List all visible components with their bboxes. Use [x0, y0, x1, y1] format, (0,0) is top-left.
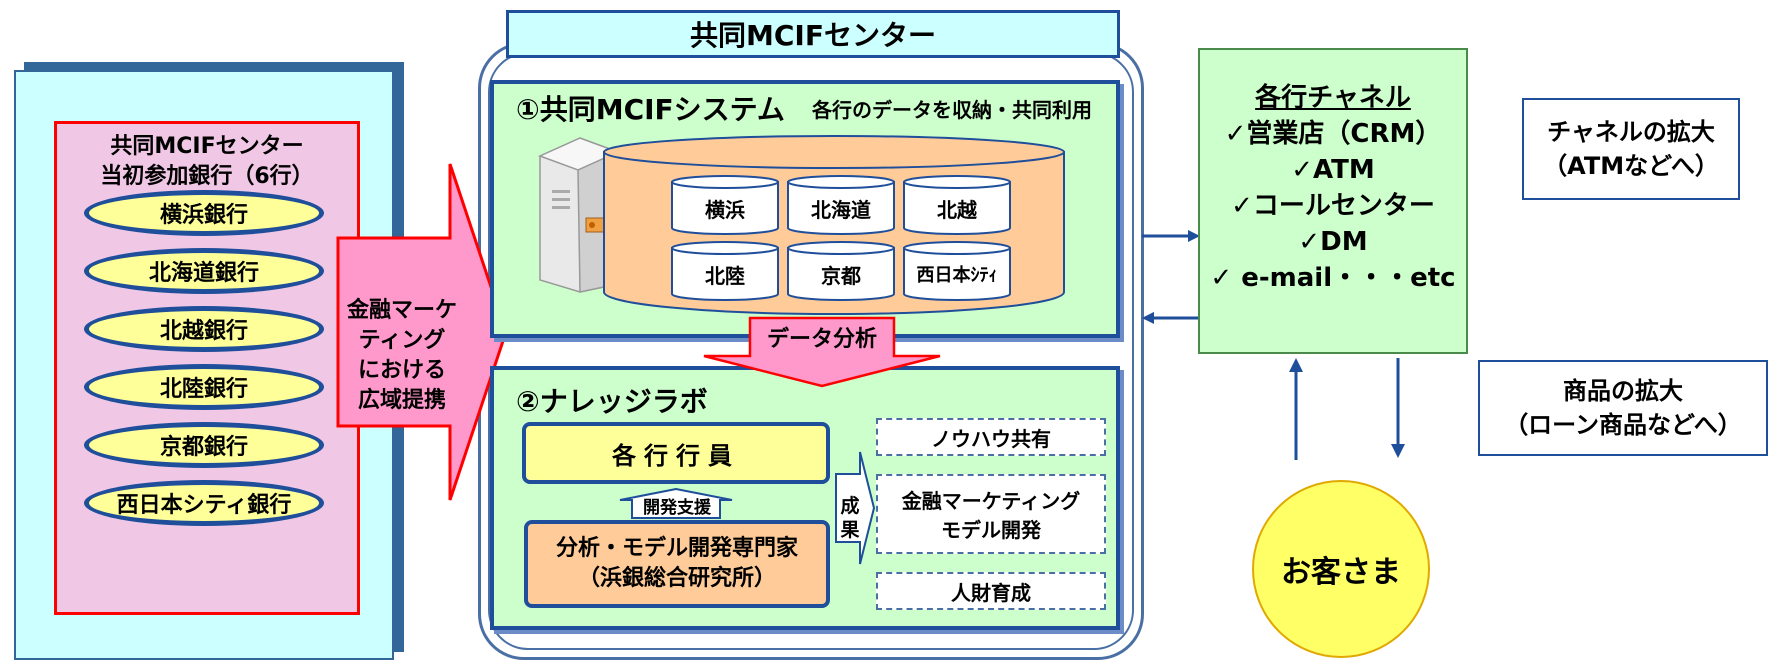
bank-channels-text: 各行チャネル ✓営業店（CRM） ✓ATM ✓コールセンター ✓DM ✓ e-m…	[1198, 80, 1468, 296]
result-marketing-model: 金融マーケティング モデル開発	[876, 474, 1106, 554]
db-cylinder-hokkaido	[787, 175, 895, 235]
result-talent-development: 人財育成	[876, 572, 1106, 610]
bank-oval-hokuriku: 北陸銀行	[84, 364, 324, 410]
expert-line1: 分析・モデル開発専門家	[555, 536, 798, 561]
expert-line2: （浜銀総合研究所）	[577, 566, 776, 591]
result-label-char2: 果	[840, 519, 860, 541]
data-analysis-label: データ分析	[766, 327, 877, 352]
db-label-hokuetsu: 北越	[937, 197, 977, 222]
db-cylinder-hokuriku	[671, 241, 779, 301]
bank-oval-yokohama: 横浜銀行	[84, 190, 324, 236]
mcif-center-title: 共同MCIFセンター	[506, 10, 1120, 58]
customer-channel-arrows	[1289, 358, 1405, 460]
result-label: 成 果	[838, 494, 862, 542]
support-label: 開発支援	[643, 497, 711, 518]
channel-call-center: ✓コールセンター	[1231, 191, 1435, 221]
db-label-yokohama: 横浜	[705, 197, 745, 222]
channel-branch: ✓営業店（CRM）	[1224, 119, 1442, 149]
result-knowhow-sharing: ノウハウ共有	[876, 418, 1106, 456]
db-label-kyoto: 京都	[821, 263, 861, 288]
support-arrow	[619, 488, 733, 519]
channel-dm: ✓DM	[1298, 227, 1368, 257]
alliance-label-line4: 広域提携	[357, 388, 446, 413]
bank-channels-box	[1198, 48, 1468, 354]
bank-oval-hokkaido: 北海道銀行	[84, 248, 324, 294]
db-cylinder-nishinippon-city	[903, 241, 1011, 301]
expert-box: 分析・モデル開発専門家 （浜銀総合研究所）	[524, 520, 830, 608]
db-label-nishinippon-city: 西日本ｼﾃｨ	[916, 265, 998, 286]
alliance-arrow-label: 金融マーケ ティング における 広域提携	[342, 296, 462, 416]
mcif-system-subtitle: 各行のデータを収納・共同利用	[812, 98, 1092, 122]
participating-banks-title: 共同MCIFセンター 当初参加銀行（6行）	[54, 132, 360, 192]
db-cylinder-hokuetsu	[903, 175, 1011, 235]
alliance-label-line2: ティング	[358, 328, 446, 353]
channel-expansion-line2: （ATMなどへ）	[1543, 152, 1719, 180]
db-label-hokkaido: 北海道	[811, 197, 871, 222]
bank-oval-hokuetsu: 北越銀行	[84, 306, 324, 352]
product-expansion-line2: （ローン商品などへ）	[1504, 411, 1742, 439]
db-cylinder-kyoto	[787, 241, 895, 301]
product-expansion-line1: 商品の拡大	[1562, 377, 1683, 405]
alliance-arrow	[336, 163, 508, 501]
channel-expansion-line1: チャネルの拡大	[1547, 118, 1715, 146]
channel-atm: ✓ATM	[1291, 155, 1375, 185]
alliance-label-line1: 金融マーケ	[346, 298, 457, 323]
channel-to-center-arrow	[1142, 312, 1200, 324]
knowledge-lab-title: ②ナレッジラボ	[516, 385, 708, 418]
db-label-hokuriku: 北陸	[705, 263, 745, 288]
bank-oval-kyoto: 京都銀行	[84, 422, 324, 468]
channel-email: ✓ e-mail・・・etc	[1210, 263, 1456, 293]
mcif-system-title: ①共同MCIFシステム	[516, 93, 785, 126]
bank-oval-nishinippon-city: 西日本シティ銀行	[84, 480, 324, 526]
participating-banks-title-line1: 共同MCIFセンター	[110, 134, 304, 159]
data-analysis-arrow	[703, 316, 941, 388]
channel-expansion-box: チャネルの拡大 （ATMなどへ）	[1522, 98, 1740, 200]
result-label-char1: 成	[840, 495, 860, 517]
participating-banks-title-line2: 当初参加銀行（6行）	[100, 164, 314, 189]
db-cylinder-yokohama	[671, 175, 779, 235]
bank-staff-box: 各行行員	[522, 422, 830, 484]
result-arrow	[835, 451, 876, 565]
alliance-label-line3: における	[357, 358, 446, 383]
product-expansion-box: 商品の拡大 （ローン商品などへ）	[1478, 360, 1768, 456]
customer-circle: お客さま	[1252, 480, 1430, 658]
bank-channels-title: 各行チャネル	[1255, 83, 1411, 113]
result-marketing-line1: 金融マーケティング	[901, 489, 1081, 513]
result-marketing-line2: モデル開発	[941, 518, 1041, 542]
